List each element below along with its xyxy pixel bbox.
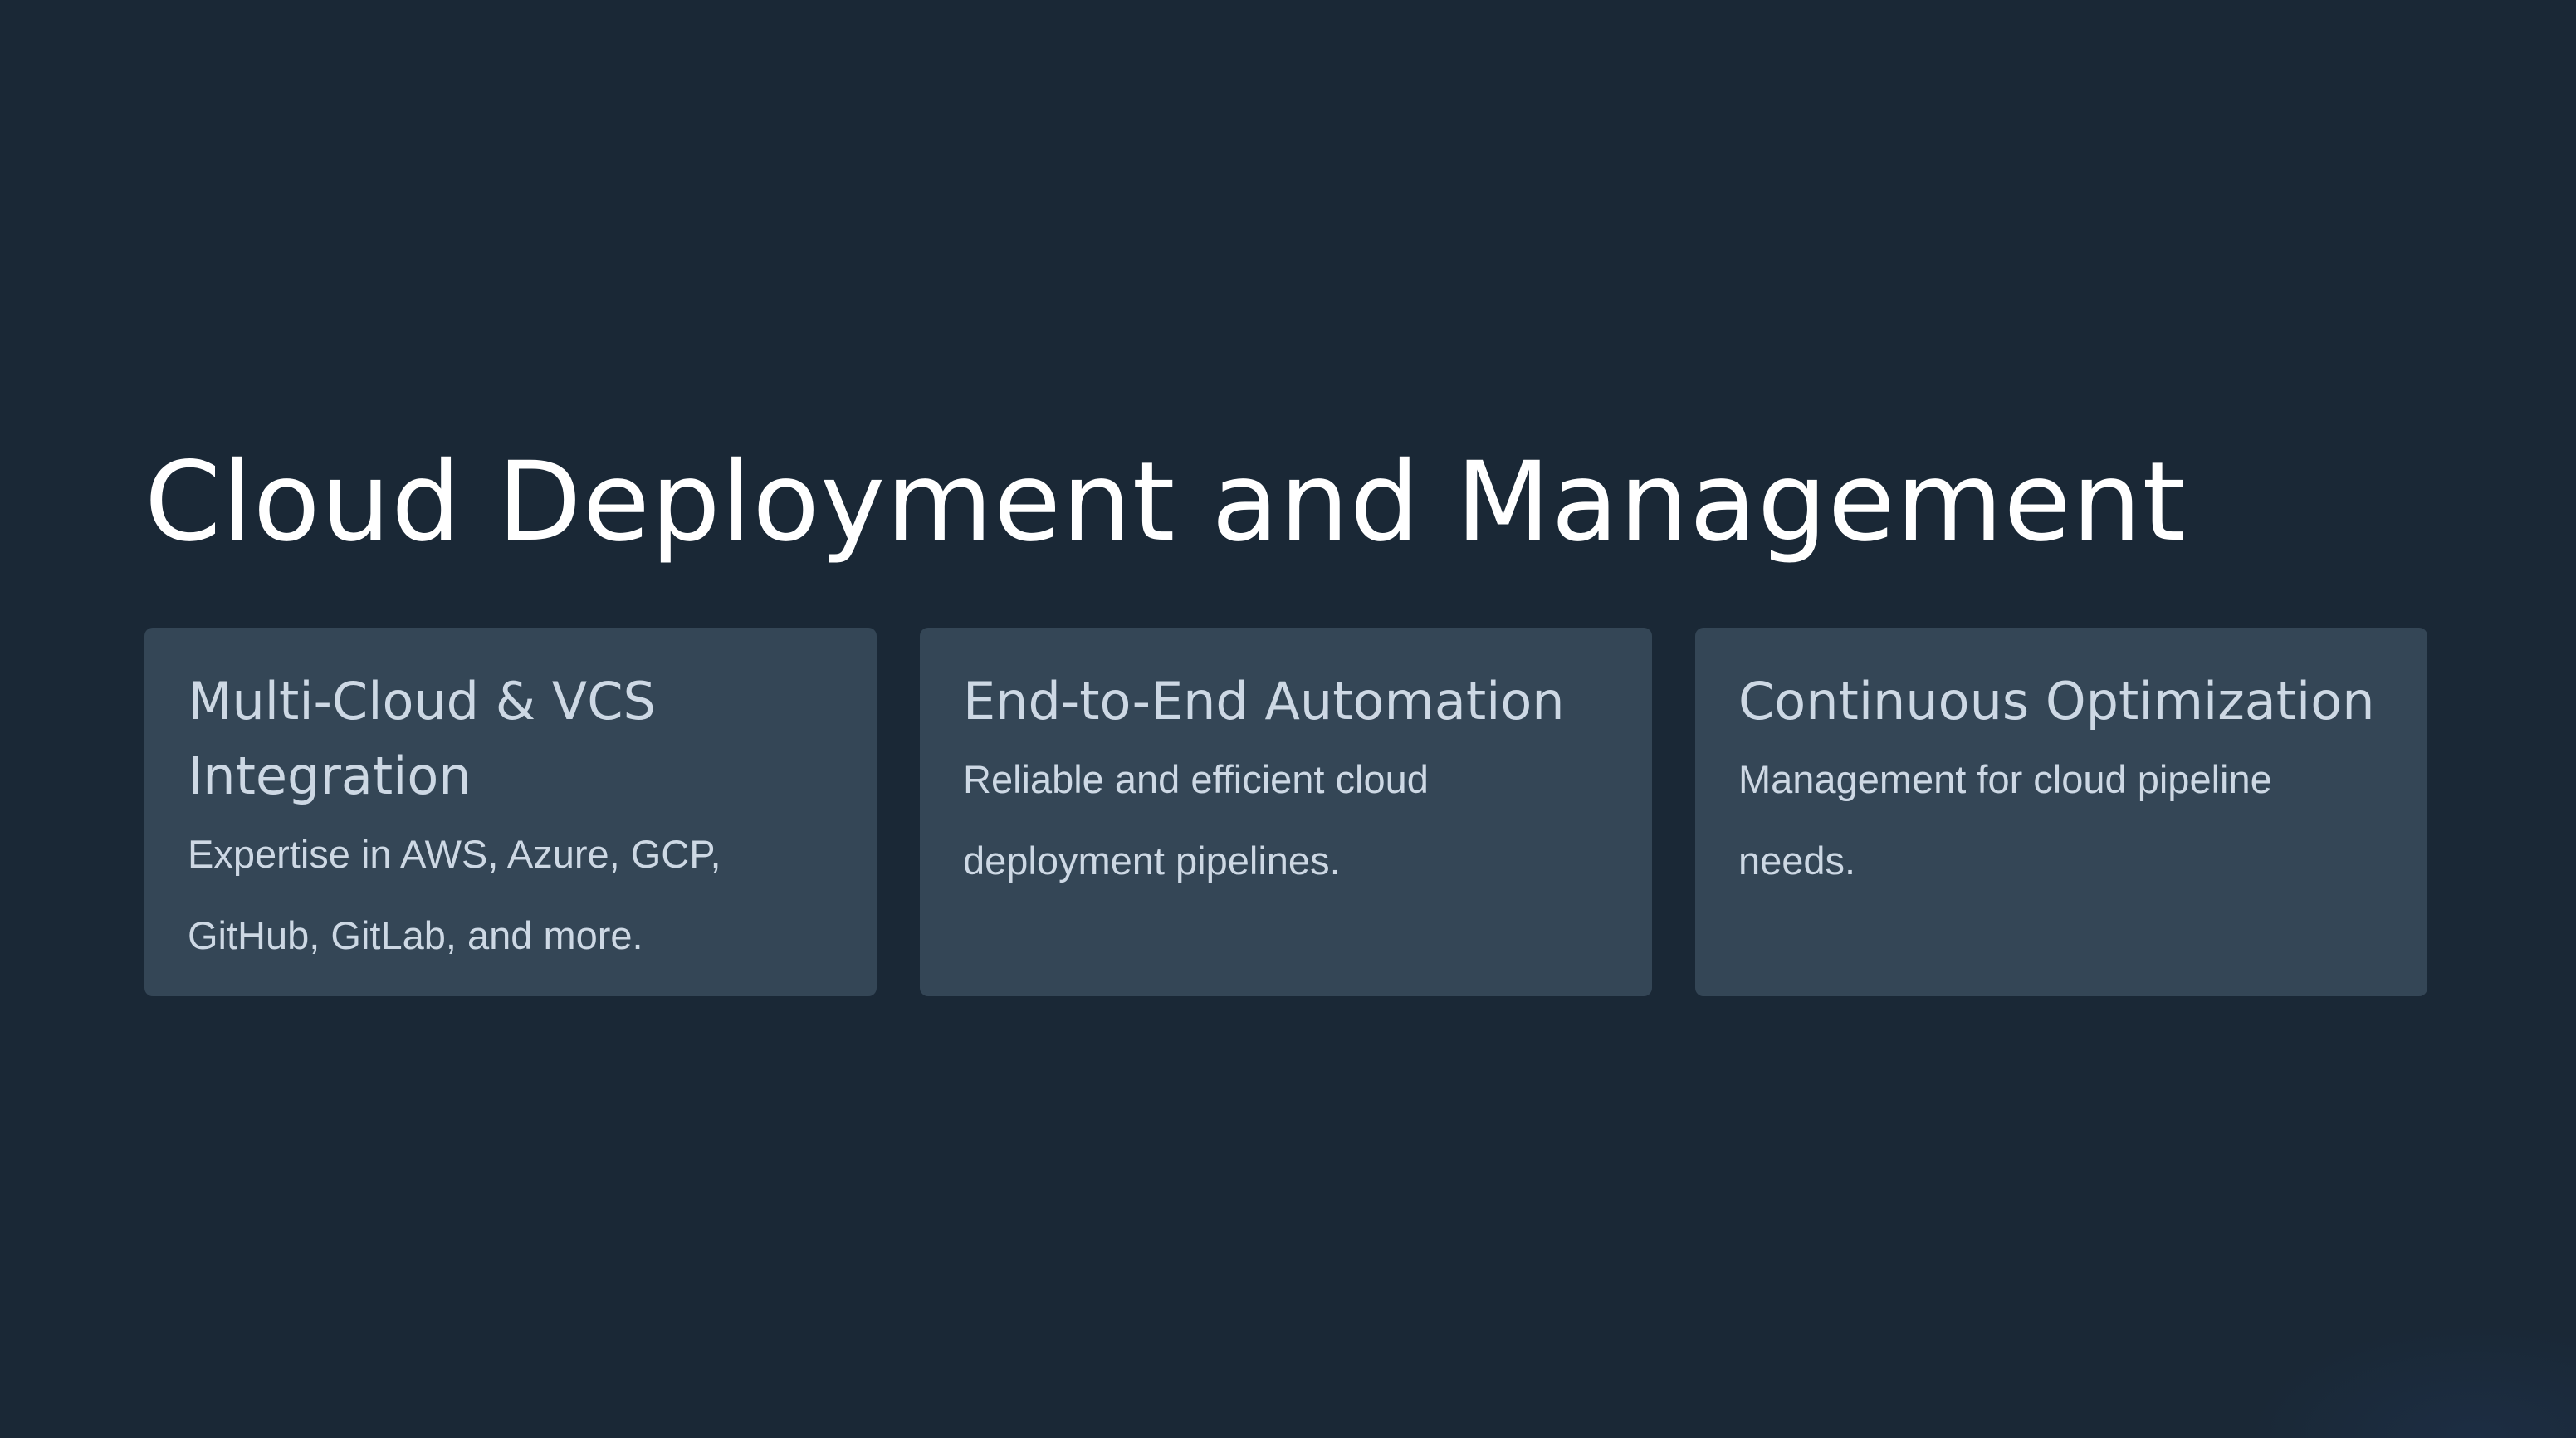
page-title: Cloud Deployment and Management xyxy=(144,438,2187,566)
corner-glow xyxy=(2244,1322,2576,1438)
card-title: End-to-End Automation xyxy=(963,671,1565,731)
feature-card-optimization: Continuous Optimization Management for c… xyxy=(1695,628,2427,996)
card-title: Multi-Cloud & VCS Integration xyxy=(188,671,656,806)
feature-cards: Multi-Cloud & VCS Integration Expertise … xyxy=(144,628,2427,996)
card-description: Reliable and efficient cloud deployment … xyxy=(963,757,1429,883)
card-description: Management for cloud pipeline needs. xyxy=(1738,757,2272,883)
card-title: Continuous Optimization xyxy=(1738,671,2375,731)
card-description: Expertise in AWS, Azure, GCP, GitHub, Gi… xyxy=(188,832,721,957)
feature-card-automation: End-to-End Automation Reliable and effic… xyxy=(920,628,1652,996)
feature-card-multi-cloud: Multi-Cloud & VCS Integration Expertise … xyxy=(144,628,877,996)
